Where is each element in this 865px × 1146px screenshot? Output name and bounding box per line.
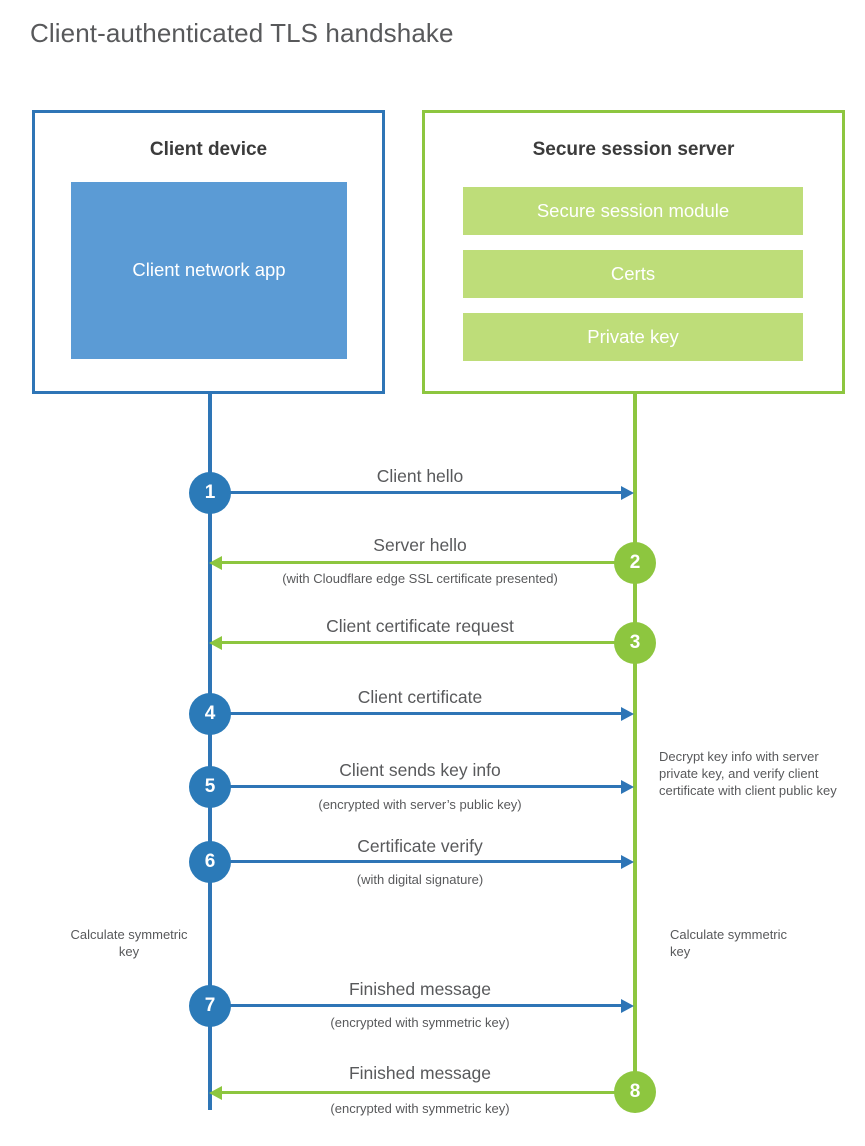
client-network-app-block: Client network app	[71, 182, 347, 359]
step-1-arrowhead-icon	[621, 485, 634, 500]
step-4-badge: 4	[189, 693, 231, 735]
step-7-arrow-line	[210, 1004, 622, 1007]
step-4-arrow-line	[210, 712, 622, 715]
step-3-arrow-line	[222, 641, 635, 644]
step-4-label: Client certificate	[357, 687, 483, 707]
step-8-arrow-line	[222, 1091, 635, 1094]
client-calculate-symmetric-key-annotation: Calculate symmetric key	[70, 927, 188, 960]
server-decrypt-annotation: Decrypt key info with server private key…	[659, 749, 837, 799]
server-calculate-symmetric-key-annotation: Calculate symmetric key	[670, 927, 788, 960]
client-lifeline	[208, 394, 212, 1110]
step-4-arrowhead-icon	[621, 706, 634, 721]
step-5-label: Client sends key info	[339, 760, 501, 780]
step-2-sublabel: (with Cloudflare edge SSL certificate pr…	[282, 571, 558, 586]
step-6-arrowhead-icon	[621, 854, 634, 869]
step-2-arrowhead-icon	[209, 555, 222, 570]
page-title: Client-authenticated TLS handshake	[30, 18, 454, 48]
step-7-arrowhead-icon	[621, 998, 634, 1013]
server-component-certs: Certs	[463, 250, 803, 298]
server-component-private-key: Private key	[463, 313, 803, 361]
step-1-badge: 1	[189, 472, 231, 514]
step-7-badge: 7	[189, 985, 231, 1027]
step-5-arrow-line	[210, 785, 622, 788]
step-8-label: Finished message	[348, 1063, 492, 1083]
secure-session-server-box: Secure session server Secure session mod…	[422, 110, 845, 394]
server-component-secure-session-module: Secure session module	[463, 187, 803, 235]
step-5-badge: 5	[189, 766, 231, 808]
step-3-label: Client certificate request	[326, 616, 514, 636]
server-lifeline	[633, 394, 637, 1092]
client-device-title: Client device	[149, 139, 268, 160]
step-6-badge: 6	[189, 841, 231, 883]
step-7-label: Finished message	[348, 979, 492, 999]
step-8-arrowhead-icon	[209, 1085, 222, 1100]
client-device-box: Client device Client network app	[32, 110, 385, 394]
step-6-sublabel: (with digital signature)	[356, 872, 484, 887]
step-5-sublabel: (encrypted with server’s public key)	[318, 797, 522, 812]
step-2-arrow-line	[222, 561, 635, 564]
step-8-sublabel: (encrypted with symmetric key)	[330, 1101, 510, 1116]
step-3-arrowhead-icon	[209, 635, 222, 650]
step-3-badge: 3	[614, 622, 656, 664]
step-6-arrow-line	[210, 860, 622, 863]
secure-session-server-title: Secure session server	[532, 139, 735, 160]
step-7-sublabel: (encrypted with symmetric key)	[330, 1015, 510, 1030]
step-2-badge: 2	[614, 542, 656, 584]
step-1-arrow-line	[210, 491, 622, 494]
step-5-arrowhead-icon	[621, 779, 634, 794]
step-2-label: Server hello	[373, 535, 467, 555]
step-8-badge: 8	[614, 1071, 656, 1113]
step-1-label: Client hello	[376, 466, 464, 486]
step-6-label: Certificate verify	[357, 836, 483, 856]
